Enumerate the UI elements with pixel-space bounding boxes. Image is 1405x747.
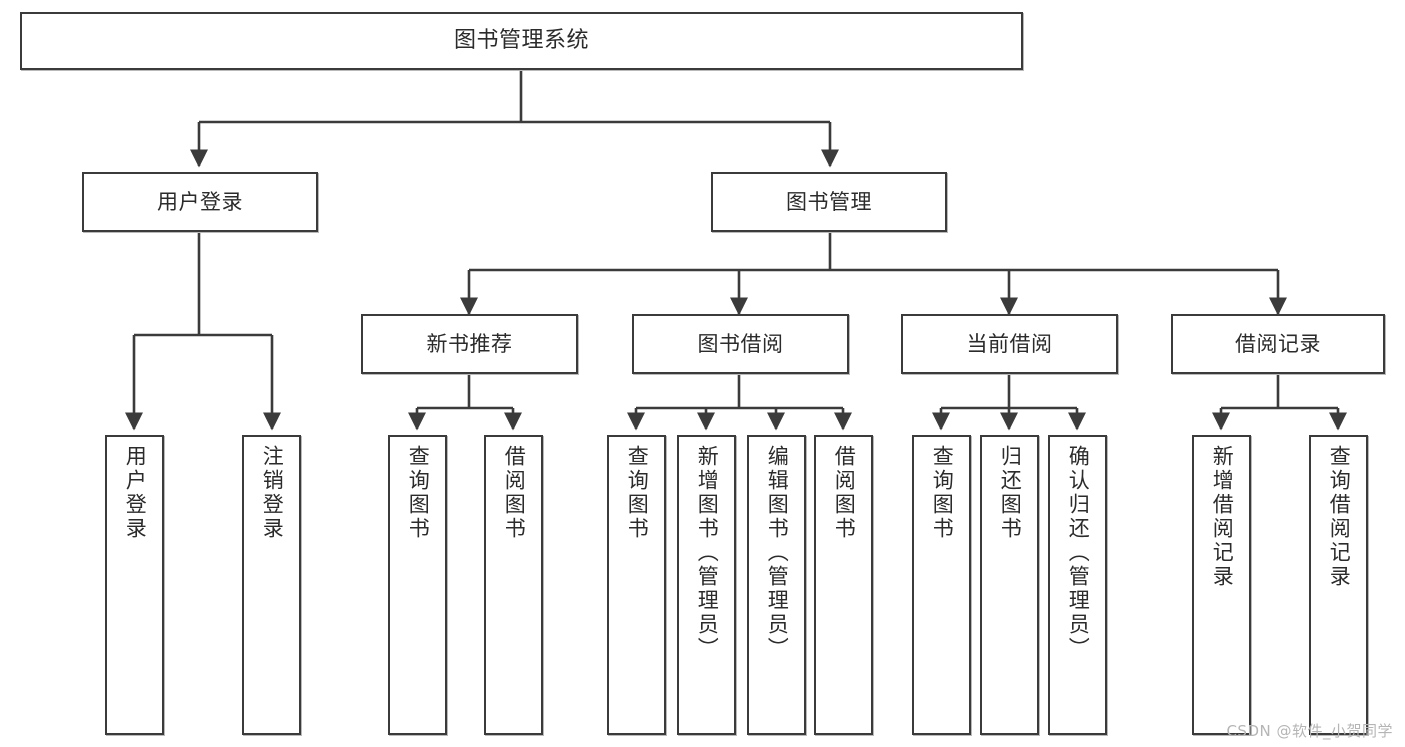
node-borrow-record[interactable]: 借阅记录 <box>1171 314 1385 374</box>
leaf-current-confirm-return-admin[interactable]: 确认归还（管理员） <box>1048 435 1107 735</box>
node-label: 新增图书（管理员） <box>695 445 720 661</box>
node-label: 注销登录 <box>260 445 285 541</box>
node-label: 图书借阅 <box>697 331 784 356</box>
leaf-borrow-edit-book-admin[interactable]: 编辑图书（管理员） <box>747 435 806 735</box>
node-label: 图书管理系统 <box>453 28 589 54</box>
leaf-record-add-record[interactable]: 新增借阅记录 <box>1192 435 1251 735</box>
node-label: 查询图书 <box>930 445 955 541</box>
leaf-recommend-borrow-book[interactable]: 借阅图书 <box>484 435 543 735</box>
node-root-system[interactable]: 图书管理系统 <box>20 12 1023 70</box>
leaf-borrow-borrow-book[interactable]: 借阅图书 <box>814 435 873 735</box>
leaf-borrow-add-book-admin[interactable]: 新增图书（管理员） <box>677 435 736 735</box>
node-book-borrow[interactable]: 图书借阅 <box>632 314 849 374</box>
leaf-borrow-query-book[interactable]: 查询图书 <box>607 435 666 735</box>
node-label: 归还图书 <box>998 445 1023 541</box>
node-label: 用户登录 <box>157 189 243 214</box>
node-user-login[interactable]: 用户登录 <box>82 172 318 232</box>
node-label: 图书管理 <box>786 189 872 214</box>
node-label: 新增借阅记录 <box>1210 445 1235 589</box>
node-label: 借阅记录 <box>1235 331 1321 356</box>
leaf-record-query-record[interactable]: 查询借阅记录 <box>1309 435 1368 735</box>
node-label: 编辑图书（管理员） <box>765 445 790 661</box>
node-label: 当前借阅 <box>966 331 1053 356</box>
node-label: 借阅图书 <box>832 445 857 541</box>
node-label: 查询图书 <box>406 445 431 541</box>
leaf-user-login-login[interactable]: 用户登录 <box>105 435 164 735</box>
leaf-current-query-book[interactable]: 查询图书 <box>912 435 971 735</box>
leaf-recommend-query-book[interactable]: 查询图书 <box>388 435 447 735</box>
node-current-borrow[interactable]: 当前借阅 <box>901 314 1118 374</box>
node-label: 新书推荐 <box>426 331 513 356</box>
node-label: 借阅图书 <box>502 445 527 541</box>
node-label: 查询图书 <box>625 445 650 541</box>
node-book-management[interactable]: 图书管理 <box>711 172 947 232</box>
leaf-current-return-book[interactable]: 归还图书 <box>980 435 1039 735</box>
node-label: 确认归还（管理员） <box>1066 445 1091 661</box>
node-new-book-recommend[interactable]: 新书推荐 <box>361 314 578 374</box>
node-label: 查询借阅记录 <box>1327 445 1352 589</box>
node-label: 用户登录 <box>123 445 148 541</box>
leaf-user-login-logout[interactable]: 注销登录 <box>242 435 301 735</box>
